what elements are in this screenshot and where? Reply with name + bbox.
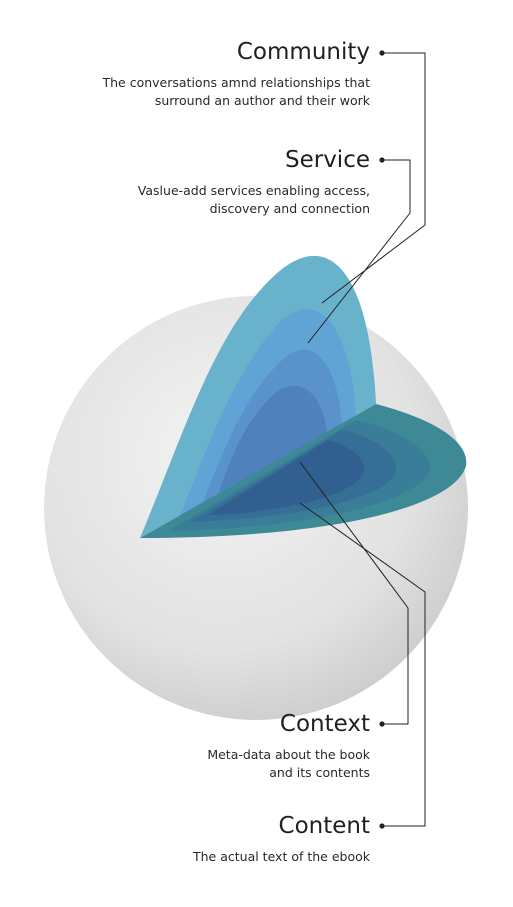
service-description: Vaslue-add services enabling access, dis… — [138, 182, 370, 218]
community-title: Community — [236, 39, 370, 65]
leader-dots — [379, 50, 385, 829]
context-dot — [379, 721, 385, 727]
content-label: Content The actual text of the ebook — [193, 812, 370, 866]
horizontal-cut-floor — [140, 404, 467, 538]
context-description-line-2: and its contents — [269, 765, 370, 780]
leader-lines — [299, 52, 426, 827]
context-title: Context — [279, 711, 370, 737]
content-description: The actual text of the ebook — [193, 848, 370, 866]
context-description: Meta-data about the book and its content… — [207, 746, 370, 782]
community-dot — [379, 50, 385, 56]
community-description: The conversations amnd relationships tha… — [102, 74, 370, 110]
context-leader-line — [299, 461, 409, 725]
service-dot — [379, 157, 385, 163]
community-label: Community The conversations amnd relatio… — [102, 38, 370, 110]
service-label: Service Vaslue-add services enabling acc… — [138, 146, 370, 218]
service-description-line-1: Vaslue-add services enabling access, — [137, 183, 370, 198]
community-leader-line — [321, 52, 426, 304]
service-leader-line — [307, 159, 411, 344]
context-label: Context Meta-data about the book and its… — [207, 710, 370, 782]
context-description-line-1: Meta-data about the book — [207, 747, 370, 762]
content-description-line-1: The actual text of the ebook — [193, 849, 370, 864]
community-description-line-1: The conversations amnd relationships tha… — [102, 75, 370, 90]
content-dot — [379, 823, 385, 829]
service-description-line-2: discovery and connection — [209, 201, 370, 216]
content-title: Content — [278, 813, 370, 839]
community-description-line-2: surround an author and their work — [154, 93, 370, 108]
content-leader-line — [299, 502, 426, 827]
service-title: Service — [284, 147, 370, 173]
